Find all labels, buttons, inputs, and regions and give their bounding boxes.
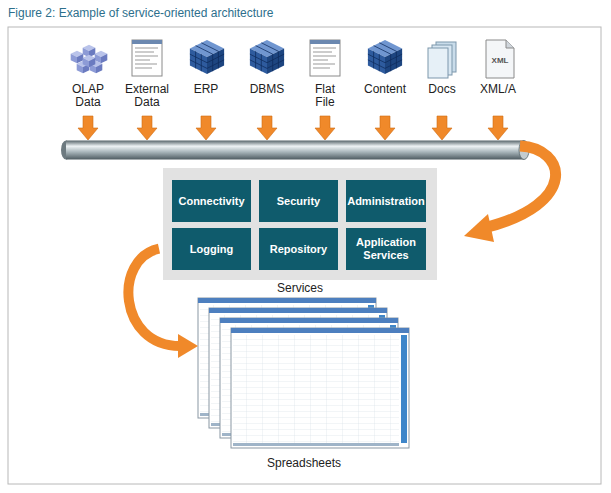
icon-text: XML bbox=[487, 56, 513, 65]
source-icons bbox=[71, 40, 514, 78]
node-label: Security bbox=[277, 195, 320, 208]
node-label: Application Services bbox=[350, 236, 422, 262]
spreadsheet-stack bbox=[198, 298, 409, 448]
down-arrows bbox=[78, 116, 508, 140]
services-group: ServicesConnectivitySecurityAdministrati… bbox=[163, 168, 437, 280]
source-label: DBMS bbox=[245, 83, 289, 96]
node-label: Administration bbox=[347, 195, 425, 208]
node-label: Connectivity bbox=[178, 195, 244, 208]
frame bbox=[8, 27, 601, 484]
figure-title: Figure 2: Example of service-oriented ar… bbox=[8, 6, 273, 20]
source-label: Docs bbox=[420, 83, 464, 96]
service-box: Connectivity bbox=[172, 180, 251, 222]
node-label: Repository bbox=[270, 243, 327, 256]
service-box: Security bbox=[259, 180, 338, 222]
data-pipe bbox=[61, 141, 529, 160]
source-label: External Data bbox=[121, 83, 173, 109]
source-label: ERP bbox=[184, 83, 228, 96]
node-label: Spreadsheets bbox=[198, 456, 410, 470]
spreadsheets-node: Spreadsheets bbox=[198, 298, 410, 450]
service-box: Repository bbox=[259, 228, 338, 270]
node-label: Logging bbox=[190, 243, 233, 256]
service-box: Administration bbox=[346, 180, 426, 222]
service-box: Logging bbox=[172, 228, 251, 270]
node-label: Services bbox=[163, 281, 437, 295]
source-label: OLAP Data bbox=[68, 83, 108, 109]
source-label: Content bbox=[357, 83, 413, 96]
pipe-arrow bbox=[464, 146, 556, 242]
source-label: Flat File bbox=[309, 83, 341, 109]
service-box: Application Services bbox=[346, 228, 426, 270]
source-label: XML/A bbox=[476, 83, 520, 96]
arrow-head bbox=[178, 334, 198, 358]
